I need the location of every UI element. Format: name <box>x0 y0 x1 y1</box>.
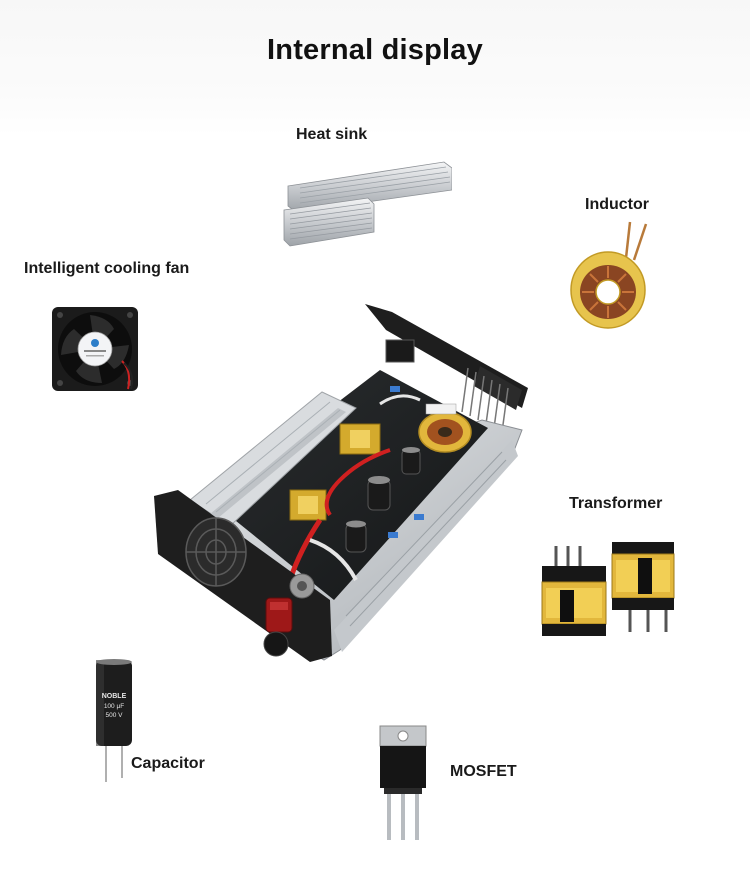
heat-sink-label: Heat sink <box>296 126 368 143</box>
inverter-internal-image <box>154 304 528 662</box>
capacitor-print-brand: NOBLE <box>102 693 127 700</box>
mosfet-label: MOSFET <box>450 763 517 780</box>
heat-sink-image <box>283 161 452 247</box>
capacitor-print-voltage: 500 V <box>106 712 124 719</box>
transformer-image <box>541 542 675 636</box>
page-title: Internal display <box>267 34 483 66</box>
cooling-fan-image <box>52 307 138 391</box>
capacitor-label: Capacitor <box>131 755 205 772</box>
capacitor-image: NOBLE 100 μF 500 V <box>96 659 132 782</box>
transformer-label: Transformer <box>569 495 663 512</box>
capacitor-print-capacitance: 100 μF <box>104 703 124 710</box>
cooling-fan-label: Intelligent cooling fan <box>24 260 190 277</box>
inductor-label: Inductor <box>585 196 649 213</box>
inductor-image <box>570 221 648 329</box>
title-band <box>0 0 750 135</box>
mosfet-image <box>379 725 427 840</box>
